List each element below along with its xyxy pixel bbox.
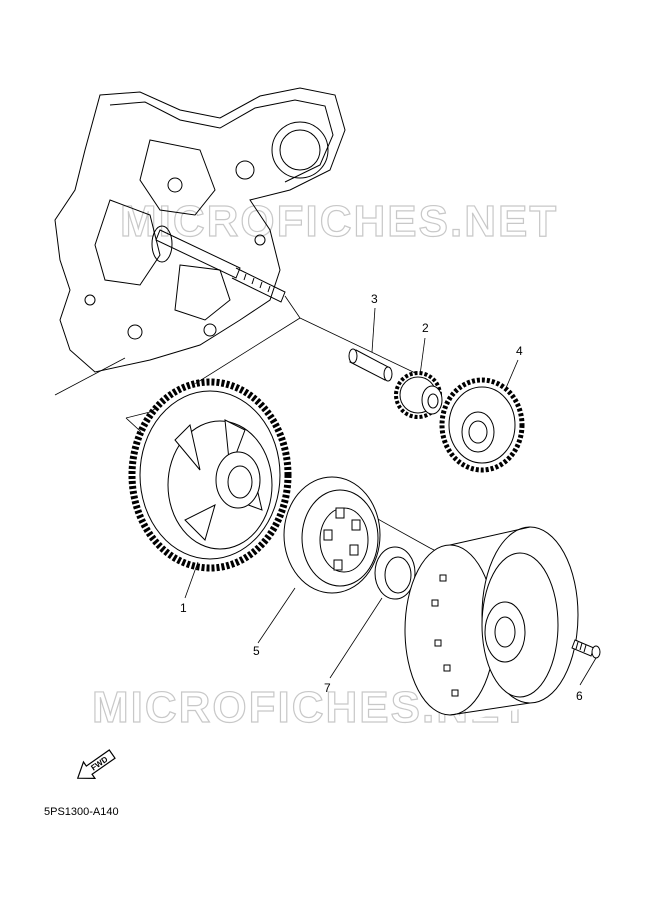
- assembly-lines: [54, 295, 586, 646]
- part-rotor: [404, 526, 579, 720]
- part-dowel-pin: [348, 348, 393, 382]
- callout-4: 4: [516, 344, 523, 358]
- part-idler-gear: [439, 377, 525, 473]
- part-starter-clutch: [283, 476, 381, 594]
- callout-leaders: [184, 307, 597, 686]
- callout-5: 5: [253, 644, 260, 658]
- part-small-gear: [394, 371, 443, 419]
- fwd-arrow-icon: FWD: [76, 749, 116, 779]
- watermark-top: MICROFICHES.NET: [120, 197, 558, 246]
- part-large-gear: [128, 378, 292, 572]
- callout-7: 7: [324, 681, 331, 695]
- part-bolt: [571, 639, 601, 659]
- crankcase-housing: [54, 87, 346, 373]
- callout-2: 2: [422, 321, 429, 335]
- callout-6: 6: [576, 689, 583, 703]
- callout-3: 3: [371, 292, 378, 306]
- diagram-code: 5PS1300-A140: [44, 806, 119, 818]
- callout-1: 1: [180, 601, 187, 615]
- part-washer: [374, 546, 416, 600]
